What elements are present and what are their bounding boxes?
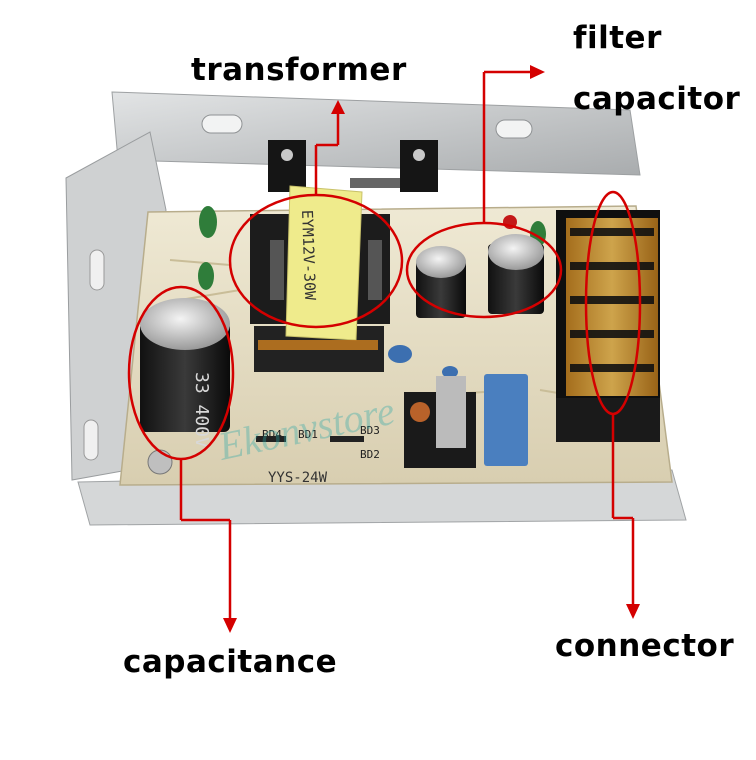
capacitance-arrowhead [223, 618, 237, 633]
inductor-block [404, 376, 476, 468]
transformer-arrowhead [331, 100, 345, 114]
label-transformer: transformer [191, 52, 407, 88]
label-capacitor: capacitor [573, 81, 741, 117]
board-label: YYS-24W [268, 470, 328, 486]
label-filter: filter [573, 20, 662, 56]
large-capacitor: 33 400V [140, 298, 230, 475]
blue-capacitors [388, 345, 528, 466]
diode-label-bd3: BD3 [360, 424, 380, 437]
transformer-component: EYM12V-30W [250, 185, 390, 372]
filter-arrowhead [530, 65, 545, 79]
transformer-marking: EYM12V-30W [298, 210, 319, 302]
transistors [268, 140, 438, 192]
diode-label-bd4: BD4 [262, 428, 282, 441]
connector-arrowhead [626, 604, 640, 619]
annotation-arrows [179, 65, 640, 633]
label-connector: connector [555, 628, 735, 664]
terminal-connector [556, 210, 660, 442]
diodes: BD4 BD1 BD3 BD2 [256, 424, 380, 461]
diode-label-bd2: BD2 [360, 448, 380, 461]
label-capacitance: capacitance [123, 644, 338, 680]
capacitor-marking: 33 400V [191, 372, 212, 448]
diode-label-bd1: BD1 [298, 428, 318, 441]
